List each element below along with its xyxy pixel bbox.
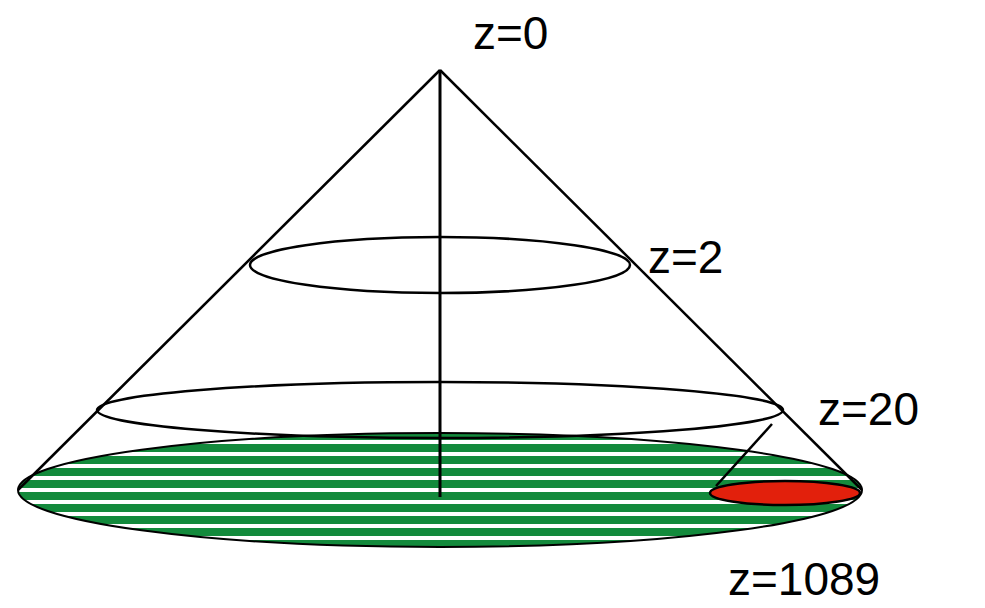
causal-patch: [710, 481, 860, 505]
horizon-line: [716, 424, 772, 486]
redshift-label: z=20: [818, 386, 919, 432]
redshift-ring: [97, 382, 783, 438]
redshift-label: z=2: [648, 234, 723, 280]
redshift-ring: [250, 237, 630, 293]
cone-edge: [18, 70, 440, 490]
redshift-label: z=1089: [728, 556, 880, 602]
cone-edge: [440, 70, 862, 490]
cone-axis: [439, 70, 442, 497]
redshift-label: z=0: [473, 10, 548, 56]
